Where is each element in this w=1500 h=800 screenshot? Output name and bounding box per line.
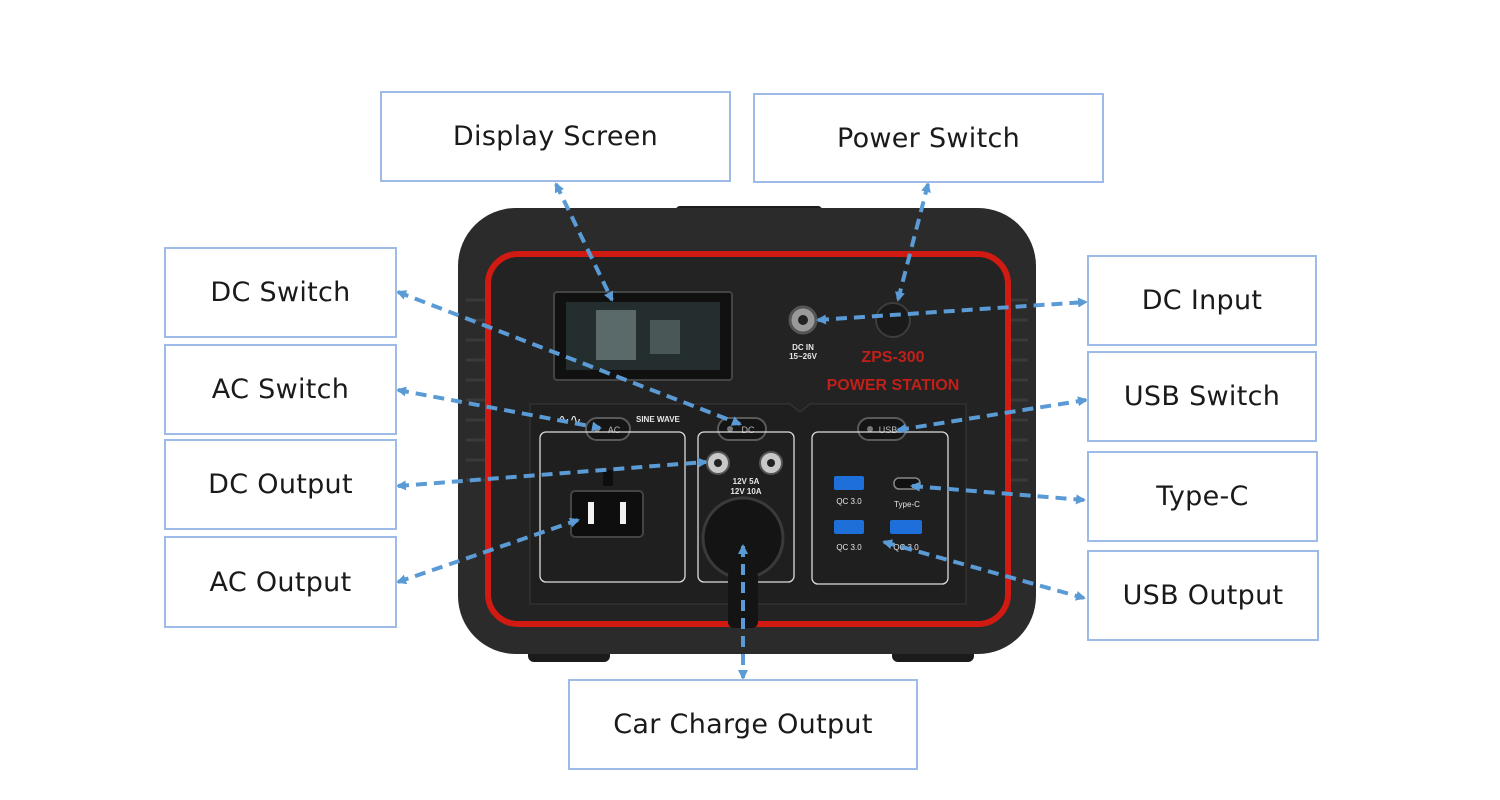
callout-ac-switch: AC Switch — [164, 344, 397, 435]
arrow-type-c — [910, 481, 1086, 505]
svg-text:AC: AC — [608, 425, 621, 435]
dc-in-label: DC IN — [792, 343, 814, 352]
callout-usb-switch: USB Switch — [1087, 351, 1317, 442]
callout-car-charge-output: Car Charge Output — [568, 679, 918, 770]
usb-qc-port-1 — [834, 476, 864, 490]
callout-power-switch: Power Switch — [753, 93, 1104, 183]
brand-line: POWER STATION — [827, 377, 960, 394]
type-c-port-label: Type-C — [894, 500, 920, 509]
usb-qc-port-3 — [890, 520, 922, 534]
ac-section-outline — [539, 431, 686, 583]
ac-outlet — [570, 490, 644, 538]
arrow-power-switch — [895, 182, 931, 302]
arrow-ac-switch — [396, 386, 602, 432]
dc-out-spec-2: 12V 10A — [730, 487, 761, 496]
callout-display-screen: Display Screen — [380, 91, 731, 182]
callout-usb-output: USB Output — [1087, 550, 1319, 641]
arrow-usb-switch — [896, 396, 1088, 434]
arrow-dc-output — [396, 457, 708, 491]
usb-qc-port-2 — [834, 520, 864, 534]
power-switch — [875, 302, 911, 338]
sine-wave-label: SINE WAVE — [636, 415, 681, 424]
callout-ac-output: AC Output — [164, 536, 397, 628]
dc-out-spec-1: 12V 5A — [733, 477, 760, 486]
svg-text:USB: USB — [879, 425, 898, 435]
usb-section-outline — [811, 431, 949, 585]
arrow-ac-output — [396, 517, 580, 585]
svg-text:QC 3.0: QC 3.0 — [836, 543, 862, 552]
arrow-dc-switch — [396, 290, 742, 426]
svg-text:DC: DC — [742, 425, 755, 435]
arrow-display-screen — [554, 182, 614, 302]
model-name: ZPS-300 — [861, 349, 924, 366]
svg-text:QC 3.0: QC 3.0 — [836, 497, 862, 506]
callout-type-c: Type-C — [1087, 451, 1318, 542]
callout-dc-output: DC Output — [164, 439, 397, 530]
callout-dc-switch: DC Switch — [164, 247, 397, 338]
callout-arrows — [396, 182, 1088, 680]
callout-dc-input: DC Input — [1087, 255, 1317, 346]
arrow-dc-input — [816, 297, 1088, 325]
dc-in-range: 15~26V — [789, 352, 817, 361]
